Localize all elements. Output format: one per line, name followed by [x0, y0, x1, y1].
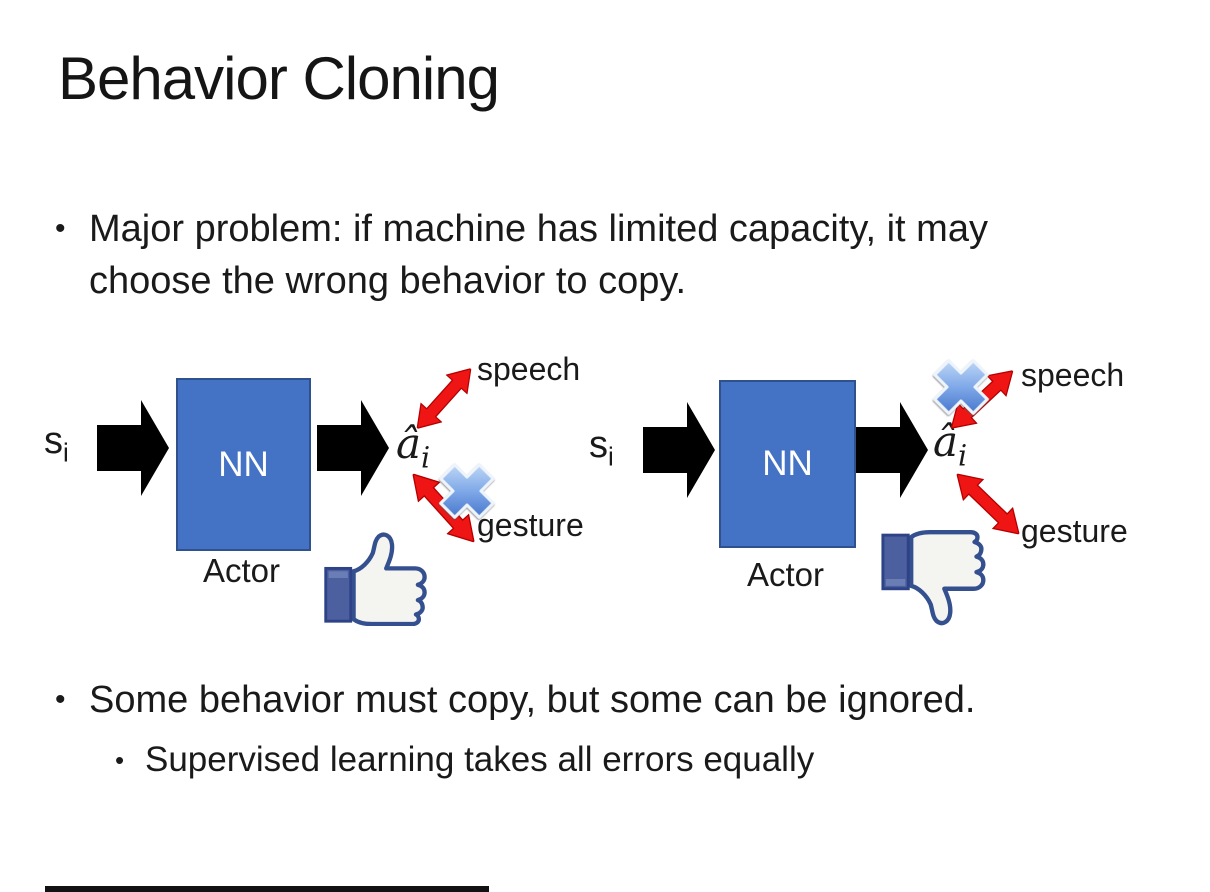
nn-label: NN	[762, 444, 813, 483]
left-input-state-label: si	[44, 420, 69, 469]
left-cross-out-icon	[436, 460, 498, 522]
bullet-supervised-text: Supervised learning takes all errors equ…	[145, 740, 815, 779]
state-symbol: s	[44, 420, 63, 462]
bullet-marker: •	[115, 745, 125, 775]
page-title: Behavior Cloning	[58, 45, 500, 112]
state-subscript: i	[608, 443, 614, 472]
right-output-arrow-icon	[856, 402, 928, 498]
right-speech-label: speech	[1021, 357, 1125, 393]
right-input-state-label: si	[589, 424, 614, 473]
left-speech-label: speech	[477, 351, 581, 387]
right-gesture-arrow-icon	[947, 463, 1030, 544]
state-symbol: s	[589, 424, 608, 466]
action-subscript: i	[421, 440, 431, 475]
right-input-arrow-icon	[643, 402, 715, 498]
nn-label: NN	[218, 444, 269, 484]
bullet-marker: •	[55, 212, 66, 245]
thumbs-up-icon	[321, 530, 438, 626]
left-speech-arrow-icon	[406, 359, 481, 438]
right-nn-box: NN	[719, 380, 856, 548]
left-nn-box: NN	[176, 378, 311, 551]
bullet-some-behavior-text: Some behavior must copy, but some can be…	[89, 679, 976, 721]
state-subscript: i	[63, 439, 69, 468]
left-gesture-label: gesture	[477, 507, 584, 543]
right-gesture-label: gesture	[1021, 513, 1128, 549]
bullet-major-problem-text: Major problem: if machine has limited ca…	[89, 208, 988, 302]
bullet-marker: •	[55, 683, 66, 716]
left-output-arrow-icon	[317, 400, 389, 496]
right-cross-out-icon	[930, 356, 992, 418]
left-input-arrow-icon	[97, 400, 169, 496]
thumbs-down-icon	[879, 530, 996, 628]
bullet-supervised: • Supervised learning takes all errors e…	[115, 736, 1115, 784]
left-actor-label: Actor	[202, 552, 281, 589]
action-subscript: i	[958, 438, 968, 473]
right-actor-label: Actor	[746, 556, 825, 593]
bullet-some-behavior: • Some behavior must copy, but some can …	[55, 674, 1175, 726]
cropped-text-remnant	[45, 886, 489, 892]
bullet-major-problem: • Major problem: if machine has limited …	[55, 203, 1085, 307]
